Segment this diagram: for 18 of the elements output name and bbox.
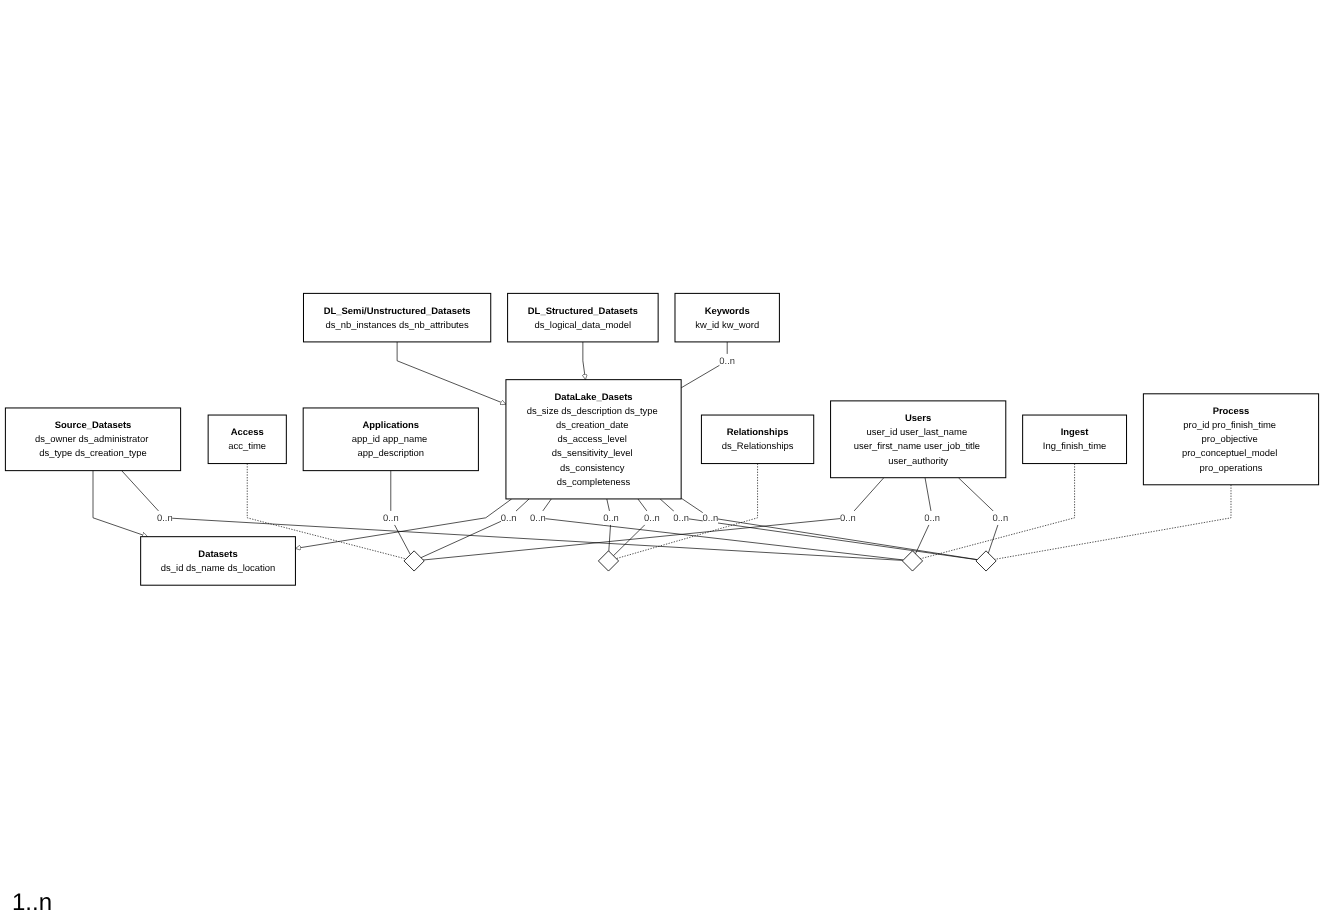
node-diamond (597, 551, 619, 573)
connector (919, 463, 1075, 560)
connector (606, 499, 612, 553)
connector (612, 499, 653, 557)
connector (680, 342, 728, 389)
node-diamond (901, 551, 923, 573)
connector (537, 499, 904, 561)
node-diamond (403, 551, 425, 573)
connector (993, 485, 1232, 561)
connector (615, 463, 758, 560)
connector (121, 471, 903, 562)
connector (390, 471, 411, 556)
connector (246, 463, 407, 560)
connector (915, 478, 933, 556)
connector (422, 478, 885, 562)
node-diamond (975, 551, 997, 573)
connector (420, 499, 530, 559)
multiplicity-label: 1..n (12, 888, 53, 916)
